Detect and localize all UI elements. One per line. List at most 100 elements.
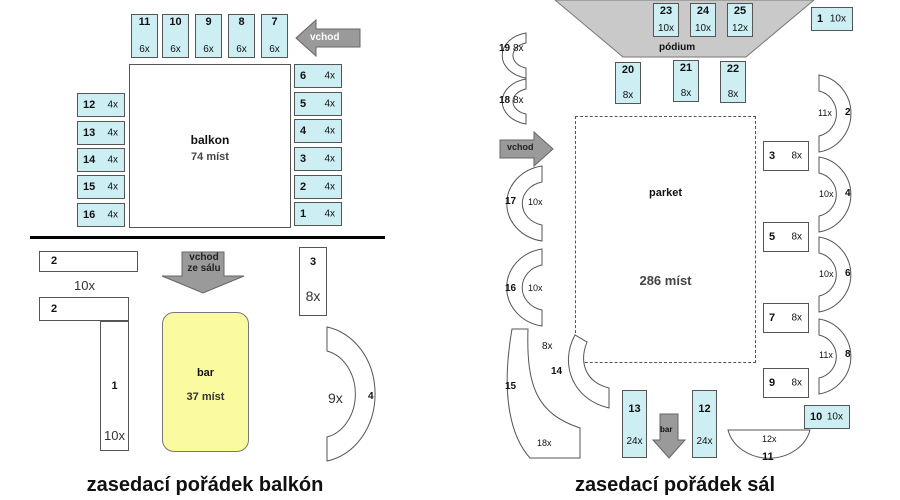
hall-table-6[interactable]	[817, 236, 859, 314]
lower-table-2b[interactable]: 2	[39, 297, 129, 321]
hall-table-22[interactable]: 22 8x	[720, 61, 746, 103]
balcony-table-5[interactable]: 5 4x	[294, 92, 342, 116]
table-capacity: 24x	[626, 436, 643, 447]
hall-table-17[interactable]	[498, 165, 544, 243]
table-number: 22	[726, 63, 740, 75]
hall-table-1[interactable]: 1 10x	[811, 7, 853, 31]
hall-table-14-capacity: 8x	[542, 341, 553, 352]
floor-divider	[30, 236, 385, 239]
balcony-table-14[interactable]: 14 4x	[77, 148, 125, 172]
hall-table-11[interactable]	[726, 428, 812, 468]
balcony-area-label: balkon	[190, 133, 230, 147]
balcony-area-capacity: 74 míst	[191, 151, 229, 163]
bar-capacity: 37 míst	[186, 391, 225, 403]
hall-table-10[interactable]: 10 10x	[804, 405, 850, 429]
table-number: 2	[51, 303, 58, 315]
hall-table-12[interactable]: 12 24x	[692, 390, 717, 458]
balcony-table-15[interactable]: 15 4x	[77, 175, 125, 199]
table-capacity: 10x	[104, 428, 125, 443]
hall-title: zasedací pořádek sál	[574, 474, 776, 496]
dance-floor-capacity: 286 míst	[639, 273, 692, 288]
hall-table-13[interactable]: 13 24x	[622, 390, 647, 458]
balcony-table-4[interactable]: 4 4x	[294, 119, 342, 143]
lower-table-1[interactable]: 1 10x	[100, 321, 129, 451]
hall-table-18[interactable]	[494, 78, 528, 126]
table-capacity: 4x	[324, 125, 335, 137]
hall-table-14-number: 14	[551, 366, 563, 377]
balcony-area: balkon 74 míst	[129, 64, 291, 228]
hall-table-16-capacity: 10x	[528, 283, 543, 293]
table-number: 4	[300, 125, 307, 137]
balcony-table-12[interactable]: 12 4x	[77, 93, 125, 117]
balcony-table-2[interactable]: 2 4x	[294, 175, 342, 199]
hall-table-20[interactable]: 20 8x	[615, 62, 641, 104]
table-capacity: 4x	[107, 127, 118, 139]
table-number: 9	[769, 377, 776, 389]
table-capacity: 8x	[791, 231, 802, 243]
hall-table-7[interactable]: 7 8x	[763, 303, 809, 333]
balcony-table-16[interactable]: 16 4x	[77, 203, 125, 227]
table-number: 11	[138, 16, 151, 28]
balcony-table-11[interactable]: 11 6x	[131, 14, 158, 58]
hall-table-11-capacity: 12x	[762, 434, 777, 444]
balcony-table-10[interactable]: 10 6x	[162, 14, 189, 58]
hall-table-17-number: 17	[505, 196, 517, 207]
lower-table-3[interactable]: 3 8x	[299, 247, 327, 316]
hall-table-15-capacity: 18x	[537, 438, 552, 448]
hall-table-5[interactable]: 5 8x	[763, 222, 809, 252]
hall-entrance-label: vchod	[507, 142, 534, 152]
table-capacity: 10x	[829, 13, 846, 25]
hall-table-3[interactable]: 3 8x	[763, 141, 809, 171]
table-number: 3	[769, 150, 776, 162]
hall-table-23[interactable]: 23 10x	[653, 3, 679, 37]
hall-table-15-number: 15	[505, 381, 517, 392]
stage-label: pódium	[659, 42, 696, 53]
bar-arrow	[651, 413, 687, 459]
table-number: 21	[679, 62, 693, 74]
hall-table-2-number: 2	[845, 107, 851, 118]
lower-table-2a[interactable]: 2	[39, 251, 138, 272]
balcony-entrance-arrow	[295, 18, 361, 58]
balcony-table-3[interactable]: 3 4x	[294, 147, 342, 171]
table-number: 2	[300, 181, 307, 193]
table-number: 1	[111, 380, 118, 392]
hall-table-8[interactable]	[817, 318, 859, 396]
dance-floor: parket 286 míst	[575, 116, 756, 363]
balcony-table-9[interactable]: 9 6x	[195, 14, 222, 58]
table-capacity: 12x	[731, 23, 749, 34]
hall-table-18-number: 18	[499, 95, 511, 106]
balcony-table-7[interactable]: 7 6x	[261, 14, 288, 58]
hall-table-11-number: 11	[762, 451, 774, 463]
hall-table-16[interactable]	[498, 248, 544, 328]
hall-table-19[interactable]	[494, 32, 528, 80]
balcony-table-1[interactable]: 1 4x	[294, 202, 342, 226]
table-capacity: 24x	[696, 436, 713, 447]
hall-entrance-arrow	[161, 251, 245, 294]
hall-table-9[interactable]: 9 8x	[763, 368, 809, 398]
hall-table-21[interactable]: 21 8x	[673, 60, 699, 102]
table-capacity: 8x	[680, 88, 692, 99]
balcony-table-13[interactable]: 13 4x	[77, 121, 125, 145]
hall-table-8-number: 8	[845, 349, 851, 360]
balcony-table-6[interactable]: 6 4x	[294, 64, 342, 88]
hall-table-24[interactable]: 24 10x	[690, 3, 716, 37]
table-number: 3	[309, 256, 317, 268]
hall-table-4[interactable]	[817, 156, 859, 234]
table-capacity: 4x	[107, 154, 118, 166]
table-number: 14	[83, 154, 96, 166]
table-capacity: 10x	[826, 411, 843, 423]
hall-table-14[interactable]	[555, 334, 611, 412]
hall-table-15[interactable]	[498, 328, 584, 464]
hall-table-25[interactable]: 25 12x	[727, 3, 753, 37]
table-number: 5	[769, 231, 776, 243]
table-number: 1	[300, 208, 307, 220]
hall-table-2[interactable]	[817, 74, 859, 154]
hall-table-6-capacity: 10x	[819, 269, 834, 279]
table-number: 12	[698, 403, 711, 415]
balcony-table-8[interactable]: 8 6x	[228, 14, 255, 58]
hall-table-6-number: 6	[845, 268, 851, 279]
lower-table-4[interactable]	[326, 325, 386, 465]
table-capacity: 6x	[203, 44, 214, 55]
hall-table-4-number: 4	[845, 188, 851, 199]
table-number: 13	[628, 403, 641, 415]
